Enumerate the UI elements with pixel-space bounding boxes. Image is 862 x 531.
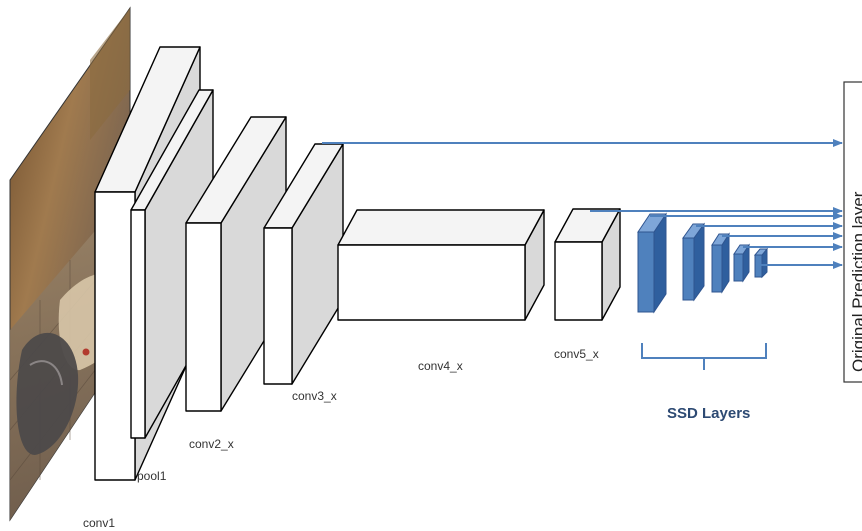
conv4-label: conv4_x [418,359,463,373]
conv2-label: conv2_x [189,437,234,451]
prediction-arrows [322,139,843,269]
prediction-layer: Original Prediction layer [843,81,862,383]
ssd-layers-label: SSD Layers [667,405,750,422]
pool1-label: pool1 [137,469,167,483]
conv4-block [337,209,545,321]
ssd-block-5 [753,247,769,279]
ssd-block-4 [733,243,750,283]
conv2-block [185,116,287,412]
ssd-block-3 [711,232,730,294]
conv5-block [554,208,621,321]
conv3-block [263,143,344,385]
conv3-label: conv3_x [292,389,337,403]
prediction-layer-label: Original Prediction layer [849,191,862,372]
conv1-label: conv1 [83,516,115,530]
ssd-block-2 [682,222,705,302]
ssd-block-1 [637,212,667,314]
ssd-blocks [637,212,769,314]
conv5-label: conv5_x [554,347,599,361]
ssd-brace [641,343,767,370]
pool1-block [130,89,214,439]
